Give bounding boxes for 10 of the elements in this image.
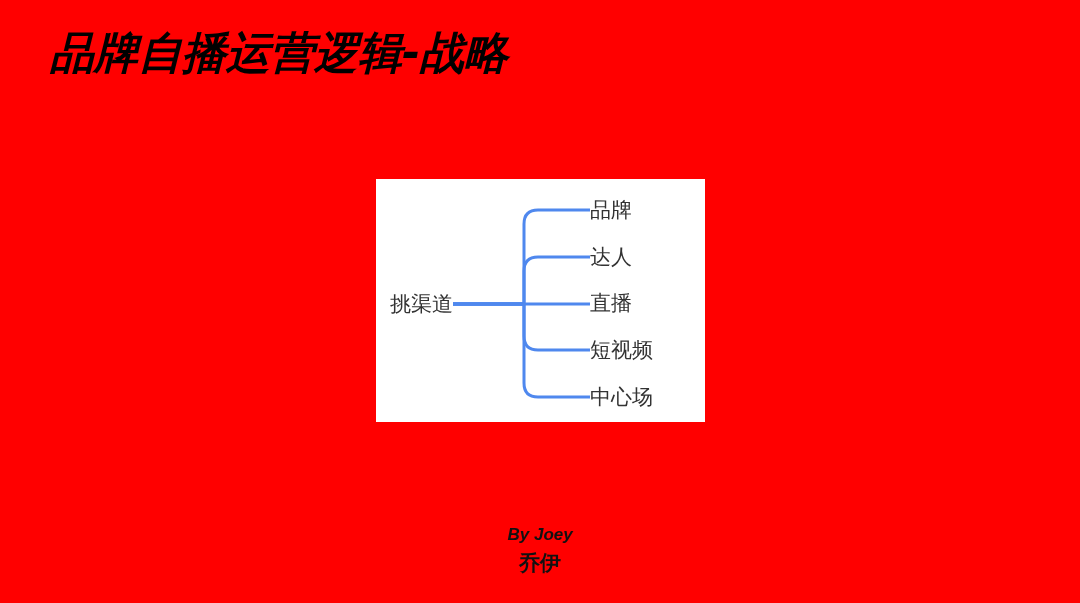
root-topic: 挑渠道	[390, 291, 453, 317]
branch-topic: 达人	[590, 244, 632, 270]
branch-topic: 中心场	[590, 384, 653, 410]
author-name: 乔伊	[519, 550, 561, 576]
byline: By Joey	[507, 525, 573, 546]
branch-topic: 直播	[590, 290, 632, 316]
connector-line	[453, 302, 590, 399]
title: 品牌自播运营逻辑-战略	[50, 29, 509, 78]
branch-topic: 品牌	[590, 197, 632, 223]
branch-topic: 短视频	[590, 337, 653, 363]
